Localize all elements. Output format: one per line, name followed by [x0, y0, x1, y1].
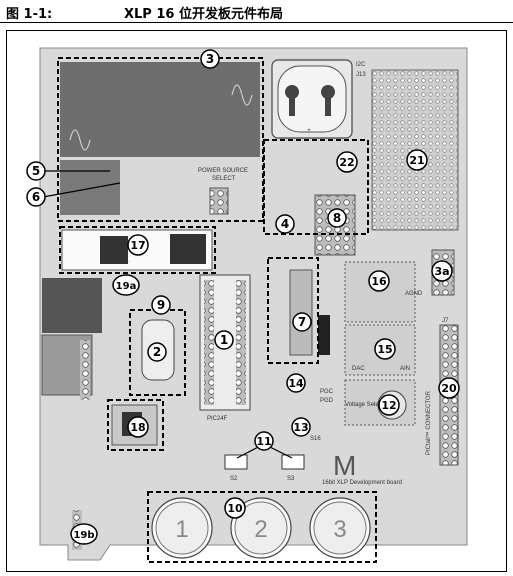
pic24f-label: PIC24F	[207, 416, 228, 422]
svg-text:17: 17	[130, 239, 145, 252]
callout-2: 2	[147, 342, 167, 362]
svg-text:3: 3	[333, 516, 346, 543]
callout-8: 8	[327, 208, 347, 228]
callout-19a: 19a	[112, 274, 140, 296]
voltage-select-label: Voltage Select	[345, 402, 384, 408]
j13-label: J13	[356, 72, 366, 78]
button-s3	[281, 454, 305, 470]
callout-12: 12	[378, 394, 400, 416]
callout-7: 7	[292, 312, 312, 332]
svg-text:2: 2	[153, 345, 161, 359]
callout-19b: 19b	[70, 523, 98, 545]
svg-text:4: 4	[281, 217, 289, 231]
svg-text:1: 1	[220, 333, 228, 347]
touch-pad-3: 3	[309, 497, 371, 559]
callout-16: 16	[368, 270, 390, 292]
svg-text:16: 16	[371, 275, 387, 288]
svg-text:1: 1	[175, 516, 188, 543]
region-10-box	[147, 491, 377, 563]
svg-text:9: 9	[157, 298, 165, 312]
svg-text:11: 11	[256, 435, 271, 448]
svg-text:8: 8	[333, 211, 341, 225]
svg-text:18: 18	[130, 421, 145, 434]
callout-9: 9	[151, 295, 171, 315]
callout-18: 18	[127, 416, 149, 438]
board-name: 16bit XLP Development board	[322, 480, 402, 486]
svg-text:14: 14	[288, 377, 304, 390]
callout-14: 14	[286, 373, 306, 393]
callout-10: 10	[224, 497, 246, 519]
region-17-box	[59, 226, 216, 274]
figure-header: 图 1-1: XLP 16 位开发板元件布局	[0, 0, 513, 23]
mcp-chip	[100, 236, 128, 264]
agnd-label: AGND	[405, 291, 423, 297]
region-22-box	[263, 139, 369, 235]
svg-text:5: 5	[32, 164, 40, 178]
callout-13: 13	[291, 417, 311, 437]
svg-text:6: 6	[32, 190, 40, 204]
left-connector-block	[42, 278, 102, 333]
s2-label: S2	[230, 476, 238, 482]
pgd-label: PGD	[320, 398, 334, 404]
callout-17: 17	[127, 234, 149, 256]
callout-22: 22	[336, 151, 358, 173]
j7-label: J7	[442, 318, 449, 324]
callout-20: 20	[438, 377, 460, 399]
callout-6: 6	[26, 187, 46, 207]
plus-label: +	[307, 128, 311, 134]
svg-text:19b: 19b	[73, 530, 94, 541]
power-source-label: POWER SOURCE	[198, 168, 248, 174]
microchip-logo: M	[333, 450, 356, 481]
figure-title: XLP 16 位开发板元件布局	[124, 7, 283, 22]
callout-4: 4	[275, 214, 295, 234]
svg-text:12: 12	[381, 399, 396, 412]
svg-text:3a: 3a	[434, 265, 449, 278]
callout-1: 1	[214, 330, 234, 350]
svg-text:15: 15	[377, 343, 392, 356]
callout-15: 15	[374, 338, 396, 360]
dac-label: DAC	[352, 366, 365, 372]
svg-text:19a: 19a	[116, 281, 137, 292]
mcp-label: MCP1	[112, 258, 129, 264]
svg-text:7: 7	[298, 315, 306, 329]
battery-tray-lower	[60, 160, 120, 215]
ain-label: AIN	[400, 366, 410, 372]
power-jumper	[209, 187, 229, 215]
svg-text:21: 21	[409, 154, 424, 167]
svg-text:2: 2	[254, 516, 267, 543]
svg-text:10: 10	[227, 502, 243, 515]
callout-3a: 3a	[431, 260, 453, 282]
callout-11: 11	[254, 431, 274, 451]
region-18-box	[107, 399, 164, 451]
figure-label: 图 1-1:	[6, 7, 53, 22]
pgc-label: PGC	[320, 389, 334, 395]
svg-text:13: 13	[293, 421, 308, 434]
svg-text:3: 3	[206, 52, 214, 66]
callout-5: 5	[26, 161, 46, 181]
svg-text:20: 20	[441, 382, 457, 395]
button-s2	[224, 454, 248, 470]
s16-label: S16	[310, 436, 321, 442]
touch-pad-2: 2	[230, 497, 292, 559]
svg-text:22: 22	[339, 156, 354, 169]
callout-3: 3	[200, 49, 220, 69]
battery-tray	[60, 62, 260, 157]
power-select-label: SELECT	[212, 176, 236, 182]
region-7-box	[267, 257, 319, 364]
callout-21: 21	[406, 149, 428, 171]
i2c-label: I2C	[356, 62, 366, 68]
s3-label: S3	[287, 476, 295, 482]
pictail-label: PICtail™ CONNECTOR	[425, 390, 432, 455]
touch-pad-1: 1	[151, 497, 213, 559]
